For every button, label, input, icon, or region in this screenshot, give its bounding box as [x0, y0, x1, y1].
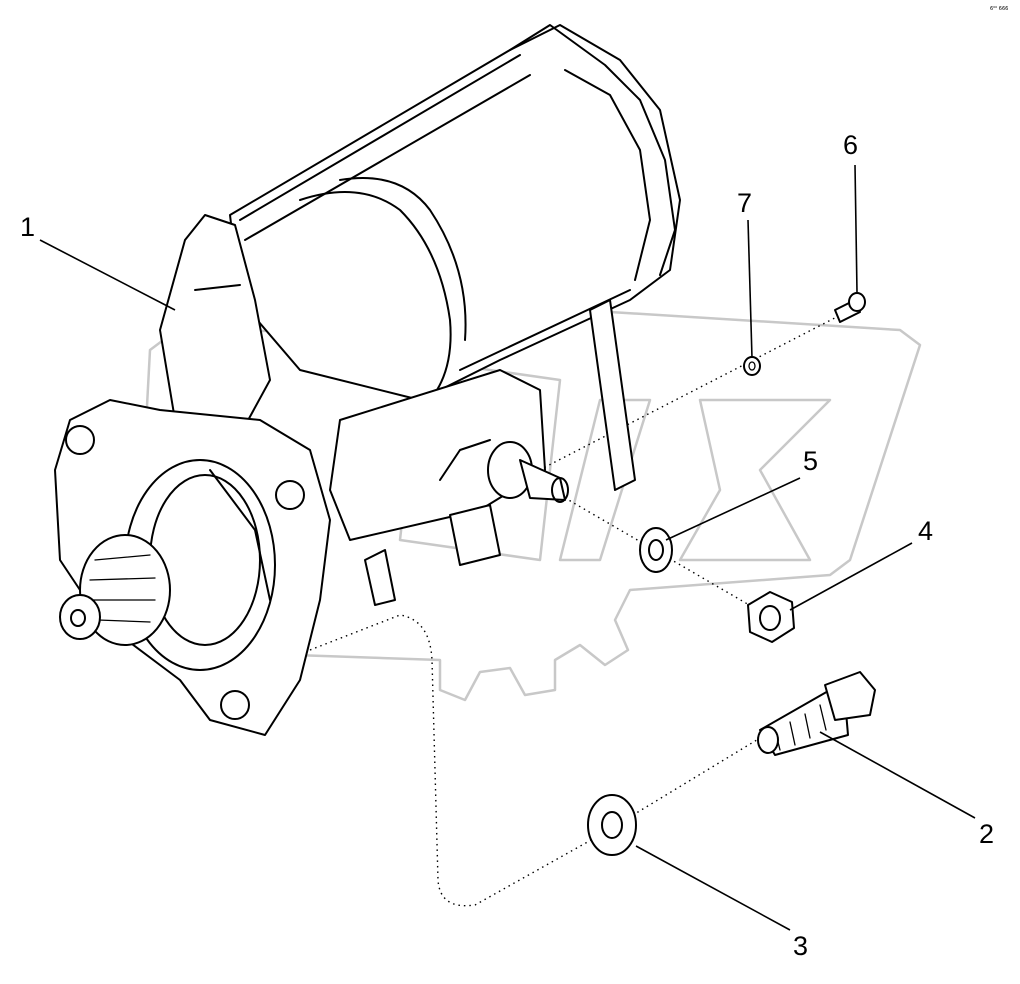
- starter-motor: [54, 24, 681, 736]
- part-3-washer: [587, 794, 637, 856]
- callout-3: 3: [793, 931, 808, 961]
- callout-2: 2: [979, 819, 994, 849]
- flange-hole-icon: [275, 480, 305, 510]
- leader-lines: [39, 164, 976, 931]
- flange-hole-icon: [65, 425, 95, 455]
- callout-6: 6: [843, 130, 858, 160]
- corner-code: 6⁰⁰ 666: [990, 6, 1008, 12]
- callout-1: 1: [20, 212, 35, 242]
- part-7-small-washer: [743, 356, 761, 376]
- part-6-screw: [834, 292, 866, 323]
- flange-hole-icon: [220, 690, 250, 720]
- callout-4: 4: [918, 516, 933, 546]
- assembly-lines: [309, 304, 861, 907]
- part-4-nut: [747, 591, 795, 643]
- callout-5: 5: [803, 446, 818, 476]
- part-2-bolt: [757, 671, 876, 756]
- part-5-lock-washer: [639, 527, 673, 573]
- callout-7: 7: [737, 188, 752, 218]
